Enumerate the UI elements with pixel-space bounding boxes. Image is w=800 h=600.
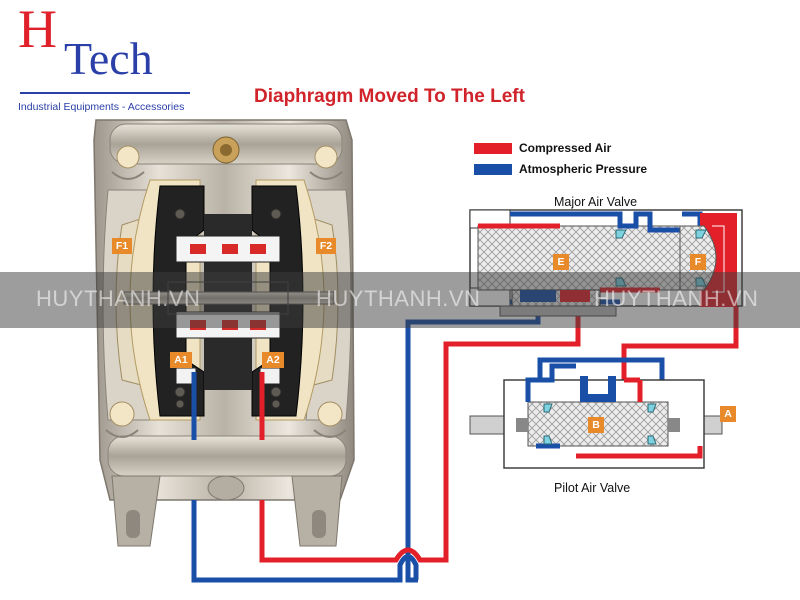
logo-underline [20, 92, 190, 94]
legend-swatch-atmospheric [474, 163, 512, 175]
tag-f2: F2 [316, 238, 336, 254]
tag-e: E [553, 254, 569, 270]
legend-swatch-compressed [474, 142, 512, 154]
a2-compressed-line-lower [259, 300, 581, 563]
logo-subtitle: Industrial Equipments - Accessories [18, 101, 185, 113]
tag-f: F [690, 254, 706, 270]
logo-letter-h: H [18, 0, 57, 59]
tag-a2: A2 [262, 352, 284, 368]
pump-body [93, 119, 355, 547]
tag-a: A [720, 406, 736, 422]
tag-a1: A1 [170, 352, 192, 368]
watermark-text: HUYTHANH.VN [36, 286, 201, 311]
legend-atmospheric-pressure: Atmospheric Pressure [474, 161, 647, 177]
logo-wordmark: Tech [64, 33, 153, 84]
watermark-text: HUYTHANH.VN [594, 286, 759, 311]
pilot-air-valve [469, 363, 723, 469]
tag-b: B [588, 417, 604, 433]
major-air-valve-label: Major Air Valve [554, 195, 638, 209]
pilot-air-valve-label: Pilot Air Valve [554, 481, 631, 495]
watermark-text: HUYTHANH.VN [316, 286, 481, 311]
diagram-title: Diaphragm Moved To The Left [254, 86, 525, 107]
tag-f1: F1 [112, 238, 132, 254]
legend-label: Compressed Air [519, 141, 612, 155]
legend-compressed-air: Compressed Air [474, 140, 611, 156]
company-logo: H Tech Industrial Equipments - Accessori… [14, 2, 204, 116]
legend-label: Atmospheric Pressure [519, 162, 648, 176]
watermark-band [0, 272, 800, 328]
